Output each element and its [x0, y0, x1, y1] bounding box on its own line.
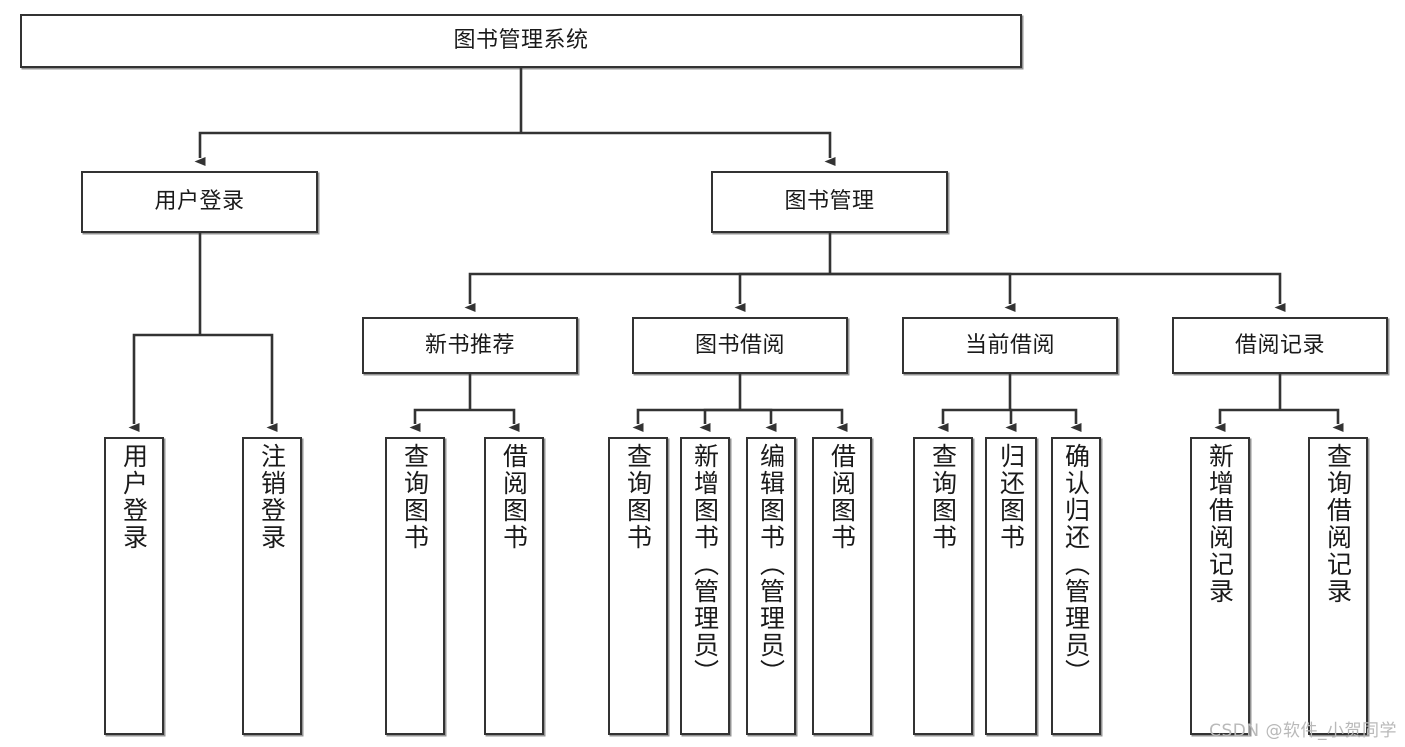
node-label: 用户登录	[119, 443, 149, 551]
node-bookmgmt[interactable]: 图书管理	[711, 171, 948, 233]
edge-borrow-to-leaf-br-add	[699, 408, 740, 432]
edge-newbook-to-leaf-nb-borrow	[470, 408, 520, 432]
node-label: 查询图书	[400, 443, 430, 551]
edge-records-to-leaf-rc-query	[1280, 408, 1344, 432]
edge-bookmgmt-to-records	[830, 272, 1286, 312]
edge-current-to-leaf-cu-query	[937, 408, 1010, 432]
node-label: 新增借阅记录	[1205, 443, 1235, 605]
edge-records-to-leaf-rc-add	[1214, 408, 1280, 432]
node-leaf-br-add[interactable]: 新增图书（管理员）	[680, 437, 730, 735]
node-leaf-cu-confirm[interactable]: 确认归还（管理员）	[1051, 437, 1101, 735]
node-root[interactable]: 图书管理系统	[20, 14, 1022, 68]
node-leaf-cu-query[interactable]: 查询图书	[913, 437, 973, 735]
node-label: 图书借阅	[694, 332, 785, 358]
node-label: 新书推荐	[424, 332, 515, 358]
node-leaf-rc-query[interactable]: 查询借阅记录	[1308, 437, 1368, 735]
edge-login-to-leaf-user-logout	[200, 333, 278, 432]
edge-bookmgmt-to-borrow	[734, 272, 830, 312]
edge-root-to-bookmgmt	[521, 131, 836, 166]
node-label: 编辑图书（管理员）	[756, 443, 786, 686]
node-label: 查询图书	[928, 443, 958, 551]
node-label: 图书管理	[784, 189, 875, 215]
node-leaf-rc-add[interactable]: 新增借阅记录	[1190, 437, 1250, 735]
node-label: 借阅图书	[827, 443, 857, 551]
edge-root-to-login	[194, 131, 521, 166]
node-login[interactable]: 用户登录	[81, 171, 318, 233]
node-label: 图书管理系统	[453, 28, 589, 54]
edge-bookmgmt-to-newbook	[464, 272, 830, 312]
node-label: 借阅记录	[1234, 332, 1325, 358]
node-newbook[interactable]: 新书推荐	[362, 317, 578, 374]
node-label: 确认归还（管理员）	[1061, 443, 1091, 686]
csdn-watermark: CSDN @软件_小贺同学	[1209, 721, 1397, 741]
node-label: 当前借阅	[964, 332, 1055, 358]
node-leaf-nb-borrow[interactable]: 借阅图书	[484, 437, 544, 735]
node-leaf-cu-return[interactable]: 归还图书	[985, 437, 1037, 735]
edge-current-to-leaf-cu-confirm	[1010, 408, 1082, 432]
node-leaf-br-borrow[interactable]: 借阅图书	[812, 437, 872, 735]
node-leaf-nb-query[interactable]: 查询图书	[385, 437, 445, 735]
node-current[interactable]: 当前借阅	[902, 317, 1118, 374]
edge-bookmgmt-to-current	[830, 272, 1016, 312]
edge-newbook-to-leaf-nb-query	[409, 408, 470, 432]
edge-borrow-to-leaf-br-borrow	[740, 408, 848, 432]
edge-login-to-leaf-user-login	[128, 333, 200, 432]
node-leaf-br-query[interactable]: 查询图书	[608, 437, 668, 735]
edge-borrow-to-leaf-br-query	[632, 408, 740, 432]
node-leaf-br-edit[interactable]: 编辑图书（管理员）	[746, 437, 796, 735]
node-records[interactable]: 借阅记录	[1172, 317, 1388, 374]
edge-current-to-leaf-cu-return	[1005, 408, 1017, 432]
node-leaf-user-login[interactable]: 用户登录	[104, 437, 164, 735]
node-leaf-user-logout[interactable]: 注销登录	[242, 437, 302, 735]
node-label: 借阅图书	[499, 443, 529, 551]
node-label: 查询借阅记录	[1323, 443, 1353, 605]
node-label: 归还图书	[996, 443, 1026, 551]
node-label: 新增图书（管理员）	[690, 443, 720, 686]
node-label: 注销登录	[257, 443, 287, 551]
node-borrow[interactable]: 图书借阅	[632, 317, 848, 374]
node-label: 查询图书	[623, 443, 653, 551]
edge-borrow-to-leaf-br-edit	[740, 408, 777, 432]
node-label: 用户登录	[154, 189, 245, 215]
